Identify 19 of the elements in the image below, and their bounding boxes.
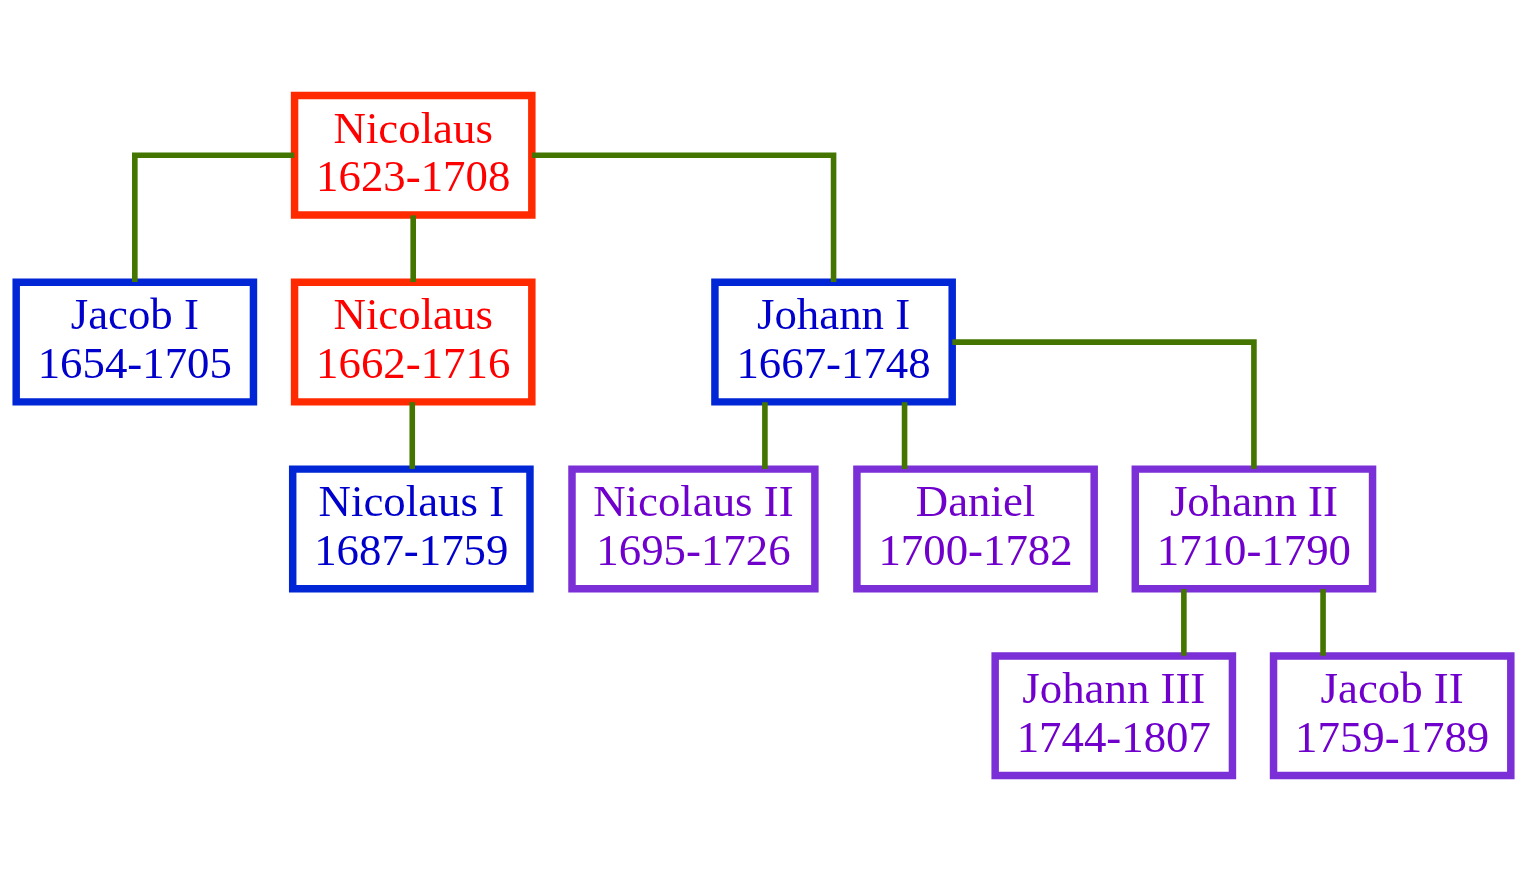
connector (410, 214, 416, 282)
connector (1181, 588, 1187, 656)
connector (531, 151, 837, 282)
connector (901, 401, 908, 469)
node-box: Johann II 1710-1790 (1131, 464, 1377, 592)
connector (952, 338, 1257, 469)
node-box: Nicolaus II 1695-1726 (568, 464, 819, 592)
node-box: Nicolaus I 1687-1759 (288, 464, 534, 592)
connector (1320, 588, 1326, 656)
node-box: Johann III 1744-1807 (991, 651, 1237, 779)
node-box: Jacob I 1654-1705 (12, 278, 258, 406)
node-box: Johann I 1667-1748 (711, 278, 956, 406)
node-box: Nicolaus 1662-1716 (290, 278, 536, 406)
connector (409, 401, 416, 469)
connector (132, 151, 295, 282)
node-box: Jacob II 1759-1789 (1269, 651, 1515, 779)
node-box: Daniel 1700-1782 (853, 464, 1098, 592)
connector (762, 401, 768, 469)
node-box: Nicolaus 1623-1708 (290, 91, 536, 219)
